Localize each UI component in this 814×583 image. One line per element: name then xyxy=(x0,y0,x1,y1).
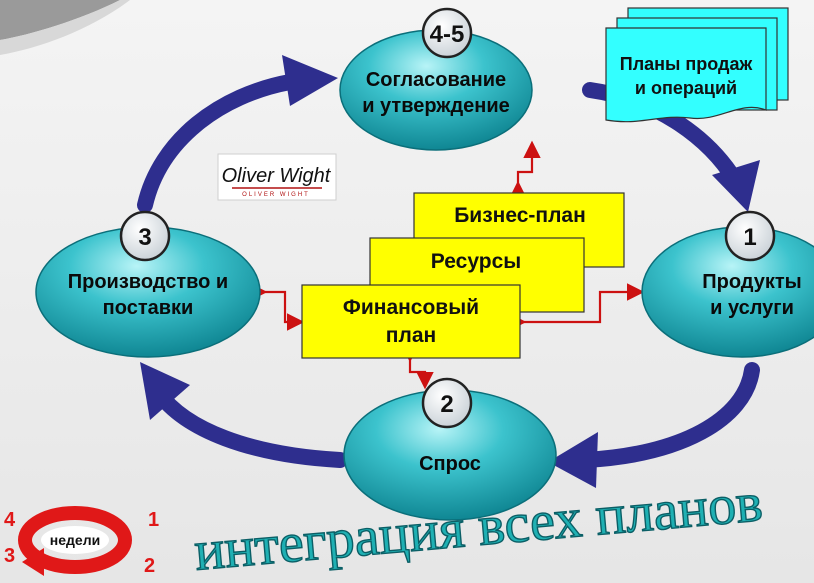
arrow-bottom-to-left xyxy=(150,384,348,468)
weeks-label: недели xyxy=(50,532,100,548)
weeks-n3: 3 xyxy=(4,545,15,567)
plan-boxes: Бизнес-план Ресурсы Финансовый план xyxy=(301,192,625,359)
stage-top: Согласование и утверждение xyxy=(339,29,533,151)
stage-left-line2: поставки xyxy=(103,297,194,319)
arrow-right-to-bottom xyxy=(577,362,760,468)
stage-bottom-line1: Спрос xyxy=(419,453,481,475)
badge-left-number: 3 xyxy=(138,224,151,251)
plan-financial-line1: Финансовый xyxy=(343,296,479,319)
document-line1: Планы продаж xyxy=(620,54,753,74)
connector-right xyxy=(508,283,645,331)
badge-bottom-number: 2 xyxy=(440,391,453,418)
cycle-arrowheads xyxy=(140,55,760,488)
connectors xyxy=(249,140,645,390)
arrowhead-bottom xyxy=(548,432,598,488)
oliver-wight-logo: Oliver Wight OLIVER WIGHT xyxy=(217,153,337,201)
badge-top: 4-5 xyxy=(421,7,473,59)
stage-right-line2: и услуги xyxy=(710,297,794,319)
plan-resources-label: Ресурсы xyxy=(431,250,521,273)
stage-left-line1: Производство и xyxy=(68,271,228,293)
connector-left xyxy=(249,283,305,331)
logo-caption: OLIVER WIGHT xyxy=(242,192,310,198)
page-curl xyxy=(0,0,120,40)
logo-script: Oliver Wight xyxy=(222,165,332,187)
document-line2: и операций xyxy=(635,78,737,98)
stage-top-line1: Согласование xyxy=(366,69,506,91)
connector-top xyxy=(509,140,541,199)
weeks-n2: 2 xyxy=(144,555,155,577)
weeks-n1: 1 xyxy=(148,509,159,531)
arrowhead-left xyxy=(140,362,190,420)
plan-financial-line2: план xyxy=(386,324,436,347)
arrowhead-right xyxy=(712,160,760,212)
arrow-left-to-top xyxy=(137,74,298,213)
document-stack: Планы продаж и операций xyxy=(605,7,789,123)
badge-bottom: 2 xyxy=(421,377,473,429)
badge-right: 1 xyxy=(724,210,776,262)
stage-right-line1: Продукты xyxy=(702,271,802,293)
stage-left: Производство и поставки xyxy=(35,226,261,358)
weeks-n4: 4 xyxy=(4,509,16,531)
stage-top-line2: и утверждение xyxy=(362,95,510,117)
page-curl-highlight xyxy=(0,0,130,55)
plan-business-label: Бизнес-план xyxy=(454,204,586,227)
badge-right-number: 1 xyxy=(743,224,756,251)
badge-top-number: 4-5 xyxy=(430,21,465,48)
badge-left: 3 xyxy=(119,210,171,262)
weeks-cycle-icon: недели 1 2 3 4 xyxy=(4,506,159,577)
arrowhead-top xyxy=(282,55,338,106)
plan-financial: Финансовый план xyxy=(301,284,521,359)
connector-bottom xyxy=(401,344,434,390)
